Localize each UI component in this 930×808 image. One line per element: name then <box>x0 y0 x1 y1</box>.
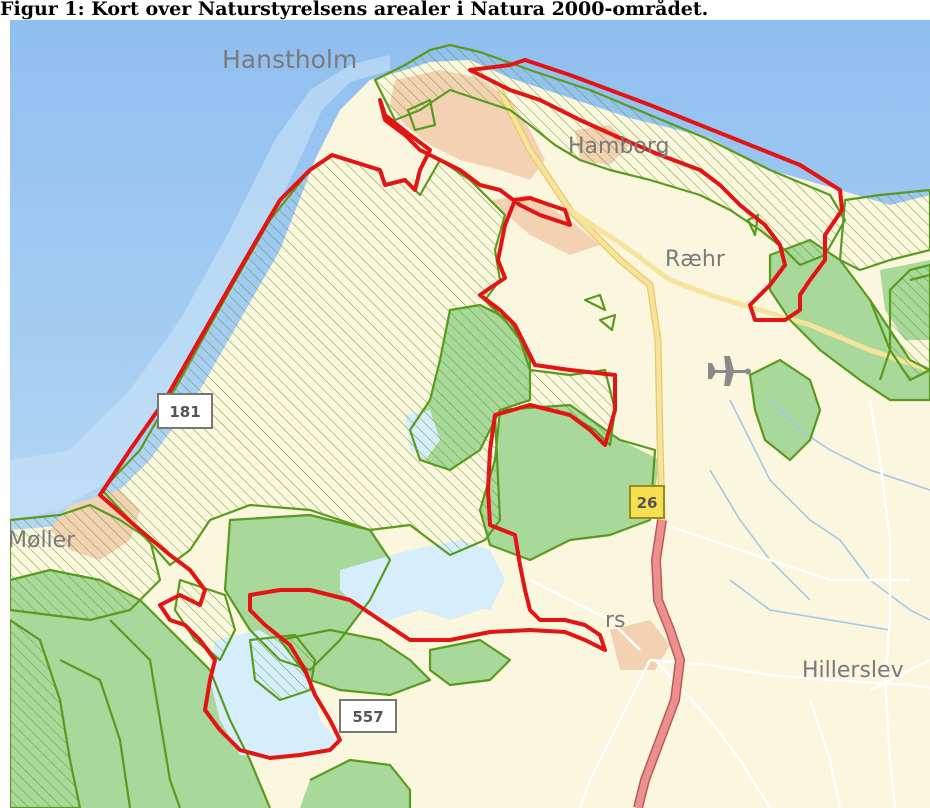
map-canvas[interactable]: Hanstholm Hamborg Ræhr Møller rs Hillers… <box>10 20 930 808</box>
figure-caption: Figur 1: Kort over Naturstyrelsens areal… <box>0 0 709 20</box>
green-parcel-outlines <box>10 98 930 808</box>
place-label-hamborg: Hamborg <box>568 134 670 159</box>
svg-text:181: 181 <box>169 403 200 421</box>
coastal-shelf <box>10 55 390 520</box>
road-shield-557: 557 <box>339 699 397 733</box>
airplane-icon <box>708 356 751 386</box>
place-label-frost: rs <box>605 608 626 633</box>
road-shield-181: 181 <box>157 393 213 429</box>
svg-text:557: 557 <box>352 708 383 726</box>
main-road-coast <box>568 207 930 373</box>
natura2000-boundary <box>98 58 844 760</box>
motorway-inner <box>634 519 684 808</box>
main-road-26-inner <box>497 88 665 521</box>
place-label-hillerslev: Hillerslev <box>802 658 904 683</box>
road-shield-26: 26 <box>629 485 665 519</box>
svg-text:26: 26 <box>637 494 658 512</box>
place-label-hanstholm: Hanstholm <box>222 45 357 74</box>
place-label-raehr: Ræhr <box>665 247 726 272</box>
map-view[interactable]: Hanstholm Hamborg Ræhr Møller rs Hillers… <box>10 20 930 808</box>
place-label-moller: Møller <box>10 528 76 553</box>
streams <box>709 399 930 631</box>
minor-roads <box>529 399 930 808</box>
sea-area <box>10 20 930 530</box>
